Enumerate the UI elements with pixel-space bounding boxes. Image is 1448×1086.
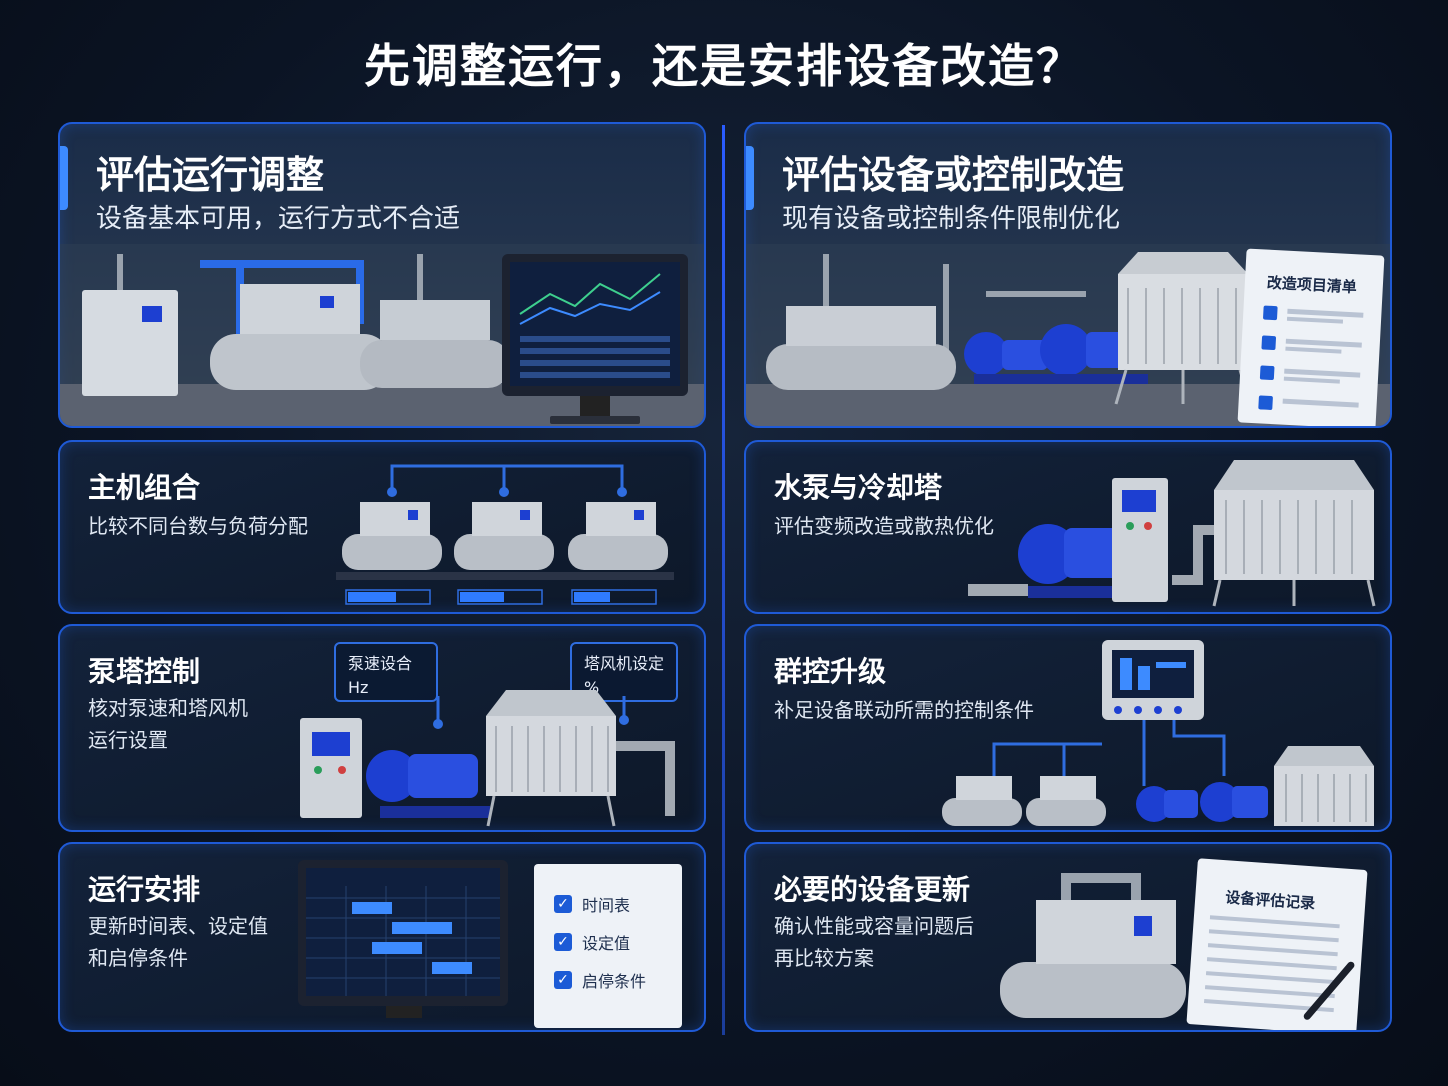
cooling-tower-icon <box>1114 252 1252 405</box>
assessment-clipboard: 设备评估记录 <box>1186 858 1368 1030</box>
card-chiller-combination[interactable]: 主机组合 比较不同台数与负荷分配 <box>58 440 706 614</box>
pump-icon <box>1200 782 1268 822</box>
load-bar-frame <box>571 589 657 605</box>
control-panel-icon <box>300 718 362 818</box>
check-icon: ✓ <box>554 933 572 951</box>
card-title: 主机组合 <box>88 471 201 504</box>
checklist-lines <box>1258 305 1364 410</box>
card-pump-tower-control[interactable]: 泵塔控制 核对泵速和塔风机 运行设置 泵速设合 Hz 塔风机设定 % <box>58 624 706 832</box>
chiller-icon <box>766 306 956 390</box>
checklist-item-label: 时间表 <box>582 896 631 915</box>
control-panel-icon <box>1112 478 1168 602</box>
cooling-tower-icon <box>486 690 675 827</box>
checklist-item: ✓ 设定值 <box>554 930 630 954</box>
pump-tower-retrofit-illustration <box>968 460 1376 607</box>
card-equipment-retrofit[interactable]: 评估设备或控制改造 现有设备或控制条件限制优化 改造项目清单 <box>744 122 1392 428</box>
retrofit-clipboard: 改造项目清单 <box>1237 248 1385 426</box>
check-icon: ✓ <box>554 895 572 913</box>
card-desc: 比较不同台数与负荷分配 <box>88 514 308 538</box>
load-bar-fill <box>460 592 504 602</box>
pump-tower-illustration <box>300 690 675 827</box>
chiller-combination-illustration <box>336 464 674 605</box>
load-bar-frame <box>345 589 431 605</box>
card-desc-line: 更新时间表、设定值 <box>88 914 268 938</box>
pump-speed-setpoint-label: 泵速设合 Hz <box>334 642 438 702</box>
load-bar-fill <box>574 592 610 602</box>
control-cabinet-icon <box>82 290 178 396</box>
load-bars <box>345 589 657 605</box>
card-equipment-replacement[interactable]: 必要的设备更新 确认性能或容量问题后 再比较方案 设备评估记录 <box>744 842 1392 1032</box>
card-title: 泵塔控制 <box>88 655 201 688</box>
card-title: 运行安排 <box>88 873 201 906</box>
pump-icon <box>964 332 1054 384</box>
hero-title: 评估运行调整 <box>96 153 325 197</box>
chiller-icon <box>1026 776 1106 826</box>
accent-bar <box>60 146 68 210</box>
checklist-item: ✓ 启停条件 <box>554 968 646 992</box>
cooling-tower-icon <box>1212 460 1376 607</box>
schedule-checklist: ✓ 时间表 ✓ 设定值 ✓ 启停条件 <box>534 864 682 1028</box>
chiller-icon <box>210 284 390 390</box>
center-divider <box>722 125 725 1035</box>
pump-icon <box>1136 786 1198 822</box>
card-title: 群控升级 <box>774 655 887 688</box>
chiller-icon <box>342 502 442 570</box>
chiller-icon <box>454 502 554 570</box>
schedule-monitor-icon <box>298 860 508 1018</box>
card-pump-cooling-tower[interactable]: 水泵与冷却塔 评估变频改造或散热优化 <box>744 440 1392 614</box>
load-bar-fill <box>348 592 396 602</box>
group-control-illustration <box>942 640 1374 826</box>
card-desc: 评估变频改造或散热优化 <box>774 514 994 538</box>
chiller-icon <box>360 300 510 388</box>
cooling-tower-icon <box>1274 746 1374 826</box>
pump-icon <box>1018 524 1138 598</box>
card-title: 必要的设备更新 <box>774 873 971 906</box>
checklist-item-label: 启停条件 <box>582 972 647 991</box>
label-line: 泵速设合 <box>348 654 413 673</box>
chiller-icon <box>942 776 1022 826</box>
label-line: 塔风机设定 <box>584 654 665 673</box>
pump-icon <box>366 750 490 818</box>
load-bar-frame <box>457 589 543 605</box>
card-operation-schedule[interactable]: 运行安排 更新时间表、设定值 和启停条件 ✓ 时间表 ✓ 设定值 ✓ 启停条件 <box>58 842 706 1032</box>
card-desc: 核对泵速和塔风机 运行设置 <box>88 692 248 756</box>
pen-icon <box>1303 961 1355 1020</box>
card-desc-line: 确认性能或容量问题后 <box>774 914 974 938</box>
card-desc-line: 再比较方案 <box>774 946 874 970</box>
card-operation-adjust[interactable]: 评估运行调整 设备基本可用，运行方式不合适 <box>58 122 706 428</box>
checklist-item: ✓ 时间表 <box>554 892 630 916</box>
chiller-icon <box>568 502 668 570</box>
card-desc-line: 核对泵速和塔风机 <box>88 696 248 720</box>
card-desc: 确认性能或容量问题后 再比较方案 <box>774 910 974 974</box>
hero-subtitle: 现有设备或控制条件限制优化 <box>782 204 1121 234</box>
card-desc: 补足设备联动所需的控制条件 <box>774 698 1034 722</box>
plant-room-illustration <box>60 244 704 426</box>
hero-subtitle: 设备基本可用，运行方式不合适 <box>96 204 461 234</box>
card-desc: 更新时间表、设定值 和启停条件 <box>88 910 268 974</box>
monitor-icon <box>502 254 688 424</box>
card-desc-line: 和启停条件 <box>88 946 188 970</box>
chiller-icon <box>1000 873 1186 1018</box>
form-lines <box>1203 915 1340 1013</box>
clipboard-title: 设备评估记录 <box>1224 888 1316 913</box>
card-desc-line: 运行设置 <box>88 728 168 752</box>
hero-title: 评估设备或控制改造 <box>782 153 1125 197</box>
checklist-item-label: 设定值 <box>582 934 631 953</box>
card-title: 水泵与冷却塔 <box>774 471 943 504</box>
page-title: 先调整运行，还是安排设备改造？ <box>364 39 1084 93</box>
label-unit: Hz <box>348 678 369 697</box>
controller-icon <box>1102 640 1204 720</box>
check-icon: ✓ <box>554 971 572 989</box>
clipboard-title: 改造项目清单 <box>1266 273 1358 297</box>
accent-bar <box>746 146 754 210</box>
card-group-control-upgrade[interactable]: 群控升级 补足设备联动所需的控制条件 <box>744 624 1392 832</box>
new-chiller-illustration <box>1000 873 1186 1018</box>
